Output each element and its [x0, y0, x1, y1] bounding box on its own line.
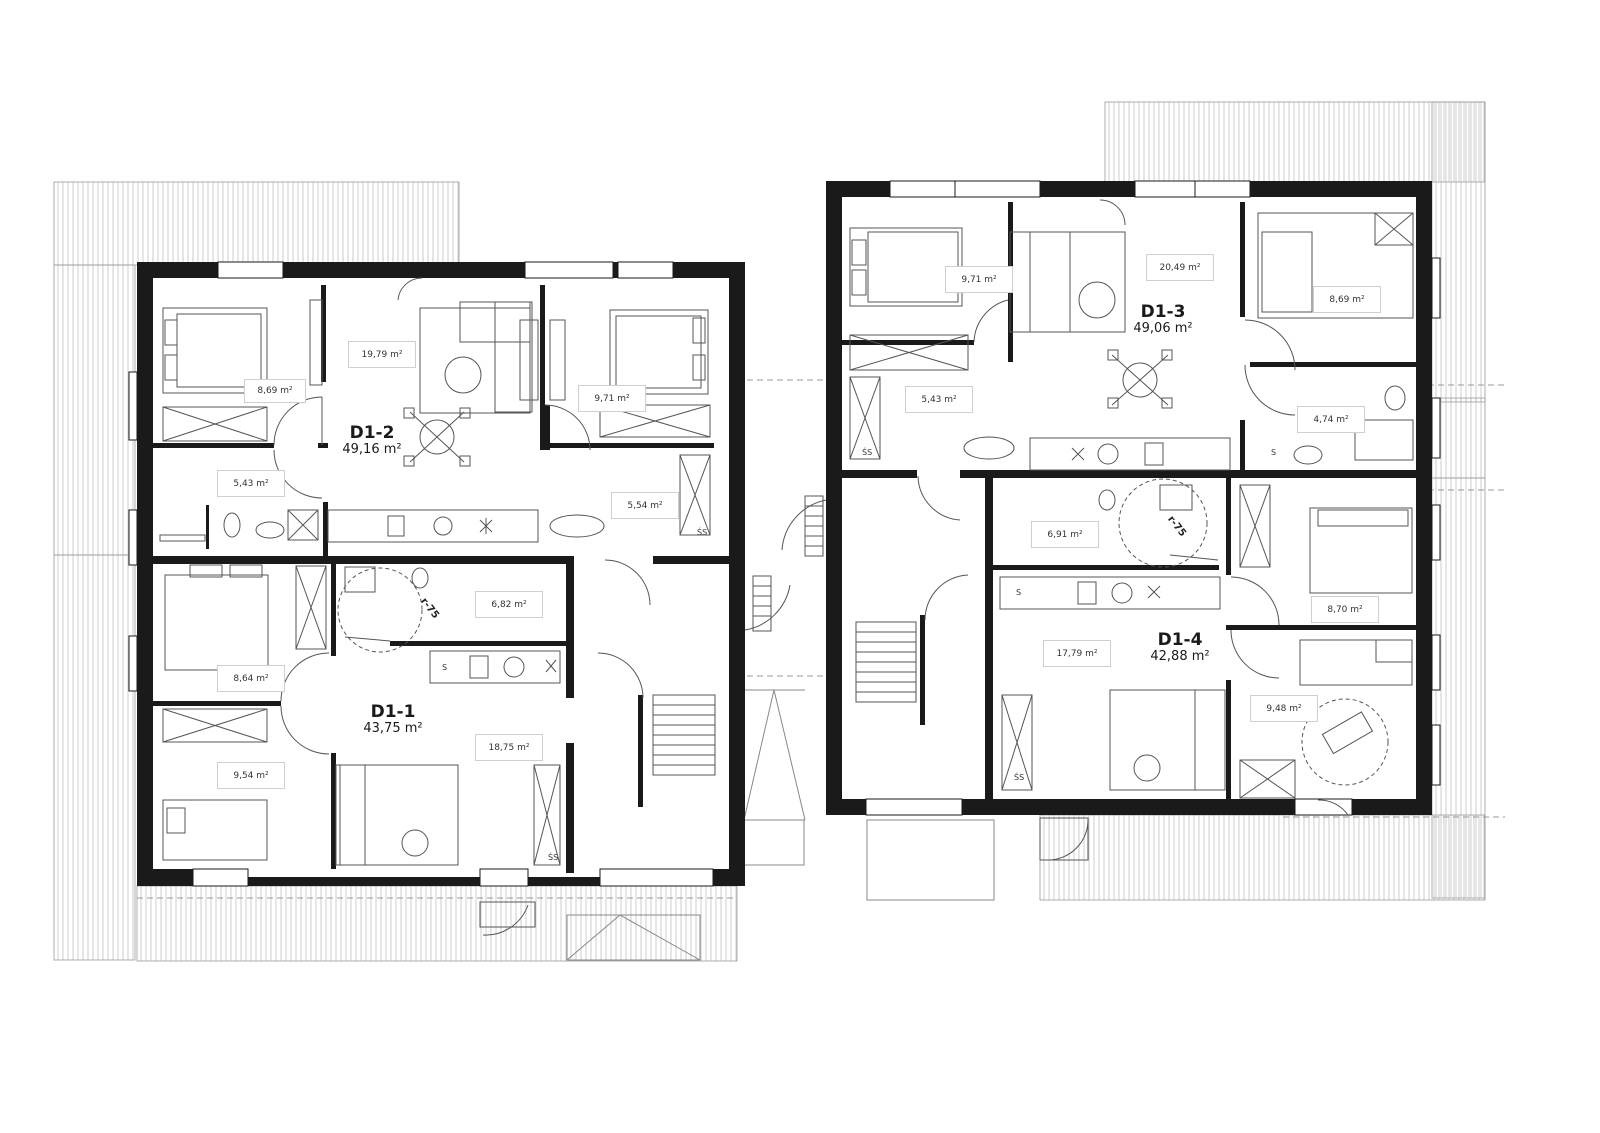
roof-hatching: [53, 101, 1486, 962]
sink-marker: S: [1271, 448, 1277, 457]
room-area-d11-bed-2: 9,54 m²: [217, 762, 285, 789]
storage-marker: ŚS: [862, 448, 873, 457]
furniture: [159, 199, 1414, 936]
room-area-d13-living: 20,49 m²: [1146, 254, 1214, 281]
apartment-name: D1-2: [349, 423, 395, 443]
room-area-d13-bed-2: 8,69 m²: [1313, 286, 1381, 313]
room-area-d11-bath: 6,82 m²: [475, 591, 543, 618]
interior-walls: [153, 202, 1426, 873]
apartment-label-d1-1: D1-1 43,75 m²: [363, 703, 422, 736]
room-area-d12-bed-2: 9,71 m²: [578, 385, 646, 412]
room-area-d14-bed-2: 9,48 m²: [1250, 695, 1318, 722]
storage-marker: ŚS: [1014, 773, 1025, 782]
sink-marker: S: [1016, 588, 1022, 597]
room-area-d11-bed-1: 8,64 m²: [217, 665, 285, 692]
apartment-name: D1-1: [370, 702, 416, 722]
storage-marker: ŚS: [548, 853, 559, 862]
apartment-area: 49,06 m²: [1133, 320, 1193, 336]
room-area-d14-bed-1: 8,70 m²: [1311, 596, 1379, 623]
room-area-d13-bed-1: 9,71 m²: [945, 266, 1013, 293]
apartment-area: 42,88 m²: [1150, 648, 1210, 664]
apartment-label-d1-3: D1-3 49,06 m²: [1133, 303, 1192, 336]
room-area-d14-living: 17,79 m²: [1043, 640, 1111, 667]
room-area-d14-bath: 6,91 m²: [1031, 521, 1099, 548]
room-area-d13-bath: 4,74 m²: [1297, 406, 1365, 433]
windows: [128, 180, 1441, 887]
room-area-d13-hall: 5,43 m²: [905, 386, 973, 413]
apartment-name: D1-3: [1140, 302, 1186, 322]
room-area-d12-hall: 5,54 m²: [611, 492, 679, 519]
apartment-area: 49,16 m²: [342, 441, 402, 457]
sink-marker: S: [442, 663, 448, 672]
room-area-d12-bath: 5,43 m²: [217, 470, 285, 497]
canopy: [566, 689, 995, 961]
dashed-guides: [137, 379, 1505, 899]
apartment-label-d1-2: D1-2 49,16 m²: [342, 424, 401, 457]
apartment-name: D1-4: [1157, 630, 1203, 650]
room-area-d12-bed-1: 8,69 m²: [244, 379, 306, 403]
room-area-d11-living: 18,75 m²: [475, 734, 543, 761]
room-area-d12-living: 19,79 m²: [348, 341, 416, 368]
storage-marker: ŚS: [697, 528, 708, 537]
apartment-area: 43,75 m²: [363, 720, 423, 736]
apartment-label-d1-4: D1-4 42,88 m²: [1150, 631, 1209, 664]
